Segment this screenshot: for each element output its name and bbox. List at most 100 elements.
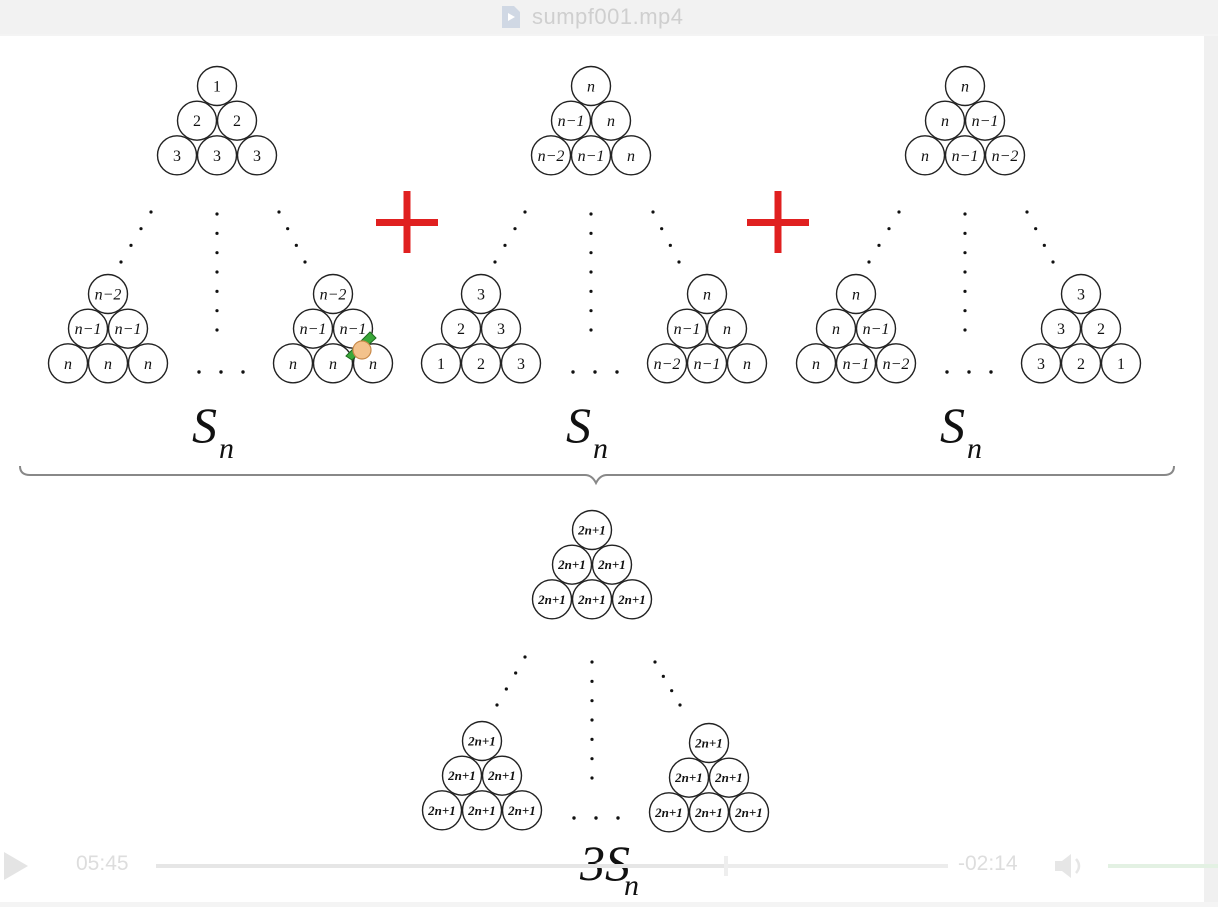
sum-label: S bbox=[566, 397, 591, 453]
number-circle bbox=[1020, 343, 1062, 384]
circle-label: 3 bbox=[1077, 287, 1085, 304]
volume-bar[interactable] bbox=[1108, 864, 1218, 868]
plus-sign bbox=[376, 191, 438, 253]
number-circle bbox=[312, 343, 354, 384]
seek-handle[interactable] bbox=[724, 856, 728, 876]
number-circle bbox=[176, 100, 218, 141]
number-circle bbox=[460, 343, 502, 384]
number-circle bbox=[835, 273, 877, 315]
play-icon[interactable] bbox=[0, 850, 30, 882]
window-edge bbox=[1204, 36, 1218, 902]
volume-icon[interactable] bbox=[1052, 850, 1088, 882]
number-circle bbox=[835, 343, 877, 384]
number-circle bbox=[156, 135, 198, 176]
seek-bar[interactable] bbox=[156, 856, 948, 876]
number-circle bbox=[312, 273, 354, 315]
circle-label: 2n+1 bbox=[487, 768, 516, 783]
circle-label: n bbox=[64, 356, 72, 373]
triangle-c-dots-right bbox=[1025, 210, 1055, 264]
triangle-a-dots-left bbox=[119, 210, 153, 264]
circle-label: 3 bbox=[253, 148, 261, 165]
circle-label: 2n+1 bbox=[714, 770, 743, 785]
triangle-b-dots-right bbox=[651, 210, 681, 264]
result-sum-subscript: n bbox=[624, 869, 639, 902]
circle-label: n−1 bbox=[843, 356, 870, 373]
result-dots-right bbox=[653, 660, 682, 707]
number-circle bbox=[461, 720, 503, 762]
triangle-a-dots-right bbox=[277, 210, 307, 264]
number-circle bbox=[1060, 343, 1102, 384]
circle-label: 2n+1 bbox=[617, 592, 646, 607]
circle-label: 2n+1 bbox=[734, 805, 763, 820]
brace-layer bbox=[19, 465, 1175, 486]
number-circle bbox=[924, 100, 966, 141]
triangle-b-ellipsis bbox=[571, 370, 619, 374]
number-circle bbox=[728, 792, 770, 833]
circle-label: 3 bbox=[173, 148, 181, 165]
circle-label: n−1 bbox=[674, 321, 701, 338]
number-circle bbox=[47, 343, 89, 384]
number-circle bbox=[904, 135, 946, 176]
result-ellipsis bbox=[572, 816, 620, 820]
circle-label: 2n+1 bbox=[507, 803, 536, 818]
number-circle bbox=[500, 343, 542, 384]
circle-label: 3 bbox=[497, 321, 505, 338]
circle-label: n bbox=[607, 113, 615, 130]
number-circle bbox=[461, 790, 503, 831]
circle-label: 3 bbox=[1057, 321, 1065, 338]
number-circle bbox=[610, 135, 652, 176]
circle-label: n bbox=[144, 356, 152, 373]
number-circle bbox=[1080, 308, 1122, 349]
window-title: sumpf001.mp4 bbox=[500, 4, 684, 30]
triangle-c-dots-left bbox=[867, 210, 901, 264]
number-circle bbox=[272, 343, 314, 384]
circle-label: 2n+1 bbox=[447, 768, 476, 783]
elapsed-time: 05:45 bbox=[76, 852, 129, 875]
number-circle bbox=[551, 544, 593, 585]
circle-label: 2n+1 bbox=[557, 557, 586, 572]
triangle-c-dots-middle bbox=[963, 212, 967, 332]
window-title-text: sumpf001.mp4 bbox=[532, 4, 684, 29]
number-circle bbox=[216, 100, 258, 141]
circle-label: n−2 bbox=[538, 148, 565, 165]
number-circle bbox=[591, 544, 633, 585]
circle-label: n−2 bbox=[95, 287, 122, 304]
number-circle bbox=[1040, 308, 1082, 349]
circle-label: 1 bbox=[1117, 356, 1125, 373]
number-circle bbox=[815, 308, 857, 349]
circle-label: n−1 bbox=[694, 356, 721, 373]
result-sum-label: 3S bbox=[579, 835, 630, 891]
circle-label: 2n+1 bbox=[467, 803, 496, 818]
circle-label: n bbox=[703, 287, 711, 304]
sum-subscript: n bbox=[219, 432, 234, 465]
dotted-lines-layer bbox=[119, 210, 1055, 820]
number-circle bbox=[1060, 273, 1102, 315]
circle-label: 2n+1 bbox=[537, 592, 566, 607]
number-circle bbox=[1100, 343, 1142, 384]
triangle-b-dots-middle bbox=[589, 212, 593, 332]
combining-brace bbox=[19, 465, 1175, 486]
circle-label: n bbox=[743, 356, 751, 373]
number-circle bbox=[944, 65, 986, 107]
number-circle bbox=[571, 509, 613, 551]
circle-label: n−1 bbox=[952, 148, 979, 165]
triangle-b-dots-left bbox=[493, 210, 527, 264]
circle-label: n−1 bbox=[972, 113, 999, 130]
number-circle bbox=[87, 273, 129, 315]
number-circle bbox=[501, 790, 543, 831]
sum-label: S bbox=[940, 397, 965, 453]
number-circle bbox=[686, 273, 728, 315]
number-circle bbox=[706, 308, 748, 349]
triangle-c-ellipsis bbox=[945, 370, 993, 374]
circle-label: 2 bbox=[477, 356, 485, 373]
number-circle bbox=[726, 343, 768, 384]
pen-cursor-icon bbox=[345, 331, 377, 361]
number-circle bbox=[795, 343, 837, 384]
circle-label: n bbox=[832, 321, 840, 338]
number-circle bbox=[67, 308, 109, 349]
number-circle bbox=[440, 308, 482, 349]
